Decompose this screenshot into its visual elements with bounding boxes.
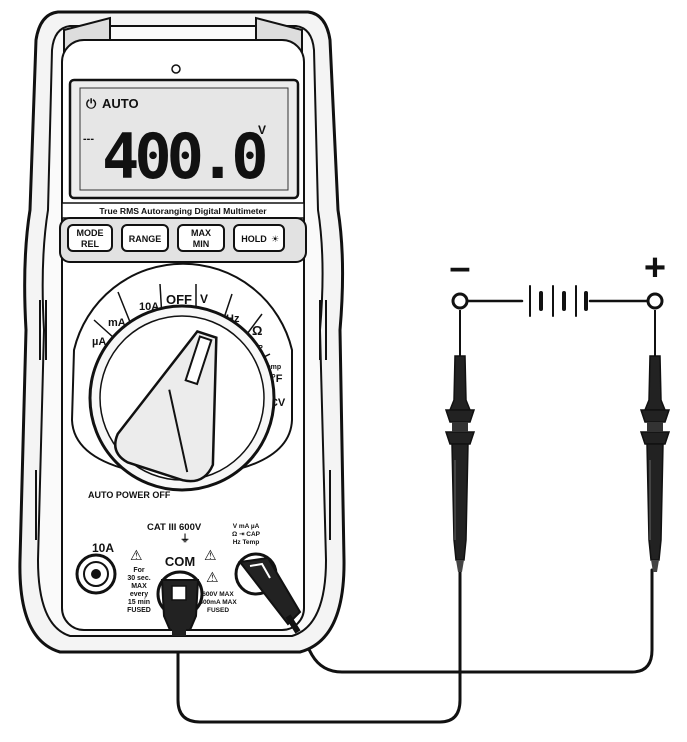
range-button[interactable]: RANGE: [121, 224, 169, 252]
max-min-button[interactable]: MAX MIN: [177, 224, 225, 252]
selector-knob[interactable]: [88, 304, 276, 492]
left-warning-5: 15 min: [128, 599, 150, 606]
jack-com[interactable]: [156, 570, 204, 636]
battery-negative-label: –: [449, 247, 470, 289]
knob-pointer: [184, 335, 213, 386]
com-plug: [160, 579, 200, 631]
negative-probe[interactable]: [444, 310, 476, 572]
positive-terminal: [646, 292, 664, 310]
lcd-unit: V: [258, 123, 266, 137]
ground-symbol: ⏚: [180, 533, 190, 545]
dial-ma[interactable]: mA: [108, 317, 126, 329]
jack-10a[interactable]: [75, 553, 117, 595]
lcd-screen: [79, 87, 289, 191]
mode-rel-label-1: MODE: [77, 228, 104, 238]
side-grips: [35, 300, 331, 540]
knob-grip-line: [168, 389, 189, 473]
left-warning-1: For: [133, 567, 145, 574]
range-label: RANGE: [129, 234, 162, 244]
dial-vac[interactable]: V: [200, 292, 208, 306]
mode-rel-button[interactable]: MODE REL: [67, 224, 113, 252]
warning-icon-mid: ⚠: [204, 547, 217, 563]
right-top-3: Hz Temp: [233, 539, 260, 546]
max-min-label-1: MAX: [191, 228, 211, 238]
right-jack-functions: V mA µA Ω ⇥ CAP Hz Temp: [232, 523, 261, 546]
v-plug: [238, 556, 302, 626]
jack-com-label: COM: [165, 554, 195, 569]
left-warning-3: MAX: [131, 583, 147, 590]
com-plug-highlight: [171, 585, 187, 601]
left-warning-4: every: [130, 591, 148, 598]
dial-ua[interactable]: µA: [92, 336, 106, 348]
right-top-1: V mA µA: [233, 523, 260, 530]
right-top-2: Ω ⇥ CAP: [232, 531, 261, 538]
lcd-mode: AUTO: [102, 96, 139, 111]
hold-button[interactable]: HOLD ☀: [233, 224, 285, 252]
auto-power-off-label: AUTO POWER OFF: [88, 490, 171, 500]
max-min-label-2: MIN: [193, 239, 210, 249]
warning-icon-left: ⚠: [130, 547, 143, 563]
battery-positive-label: +: [644, 247, 666, 289]
right-warning-text: 600V MAX 600mA MAX FUSED: [199, 591, 237, 614]
right-warning-2: 600mA MAX: [199, 599, 237, 606]
lcd-reading: 400.0: [102, 120, 265, 193]
com-lead-wire: [176, 568, 462, 724]
battery-circuit: – +: [449, 247, 666, 317]
status-led: [171, 64, 181, 74]
positive-probe[interactable]: [639, 310, 671, 572]
right-warning-3: FUSED: [207, 607, 229, 614]
button-row: MODE REL RANGE MAX MIN HOLD ☀: [59, 217, 307, 263]
input-jacks: CAT III 600V ⏚ 10A ⚠ For 30 sec. MAX eve…: [75, 522, 302, 636]
jack-10a-label: 10A: [92, 541, 114, 555]
model-line: True RMS Autoranging Digital Multimeter: [99, 206, 267, 216]
negative-terminal: [451, 292, 469, 310]
lcd-display: ⏻ AUTO --- 400.0 V: [68, 78, 300, 200]
left-warning-2: 30 sec.: [127, 575, 150, 582]
battery-symbol: [465, 285, 650, 317]
backlight-icon: ☀: [271, 234, 279, 244]
auto-range-icon: ⏻: [86, 96, 97, 111]
dial-off[interactable]: OFF: [166, 292, 192, 307]
jack-v[interactable]: [234, 552, 302, 634]
left-warning-text: For 30 sec. MAX every 15 min FUSED: [127, 567, 151, 614]
lcd-dc-indicator: ---: [83, 133, 94, 145]
dial-ohm[interactable]: Ω: [252, 323, 262, 338]
category-label: CAT III 600V: [147, 522, 202, 533]
left-warning-6: FUSED: [127, 607, 151, 614]
v-lead-wire: [290, 568, 654, 674]
hold-label: HOLD: [241, 234, 267, 244]
mode-rel-label-2: REL: [81, 239, 100, 249]
dial-temp-top: Temp: [263, 364, 281, 371]
warning-icon-right: ⚠: [206, 569, 219, 585]
model-band: True RMS Autoranging Digital Multimeter: [61, 202, 305, 219]
test-lead-wires: [176, 568, 654, 724]
rotary-selector: µA mA 10A OFF V Hz Hz Ω CAP Temp °C°F NC…: [70, 262, 293, 492]
right-warning-1: 600V MAX: [202, 591, 234, 598]
